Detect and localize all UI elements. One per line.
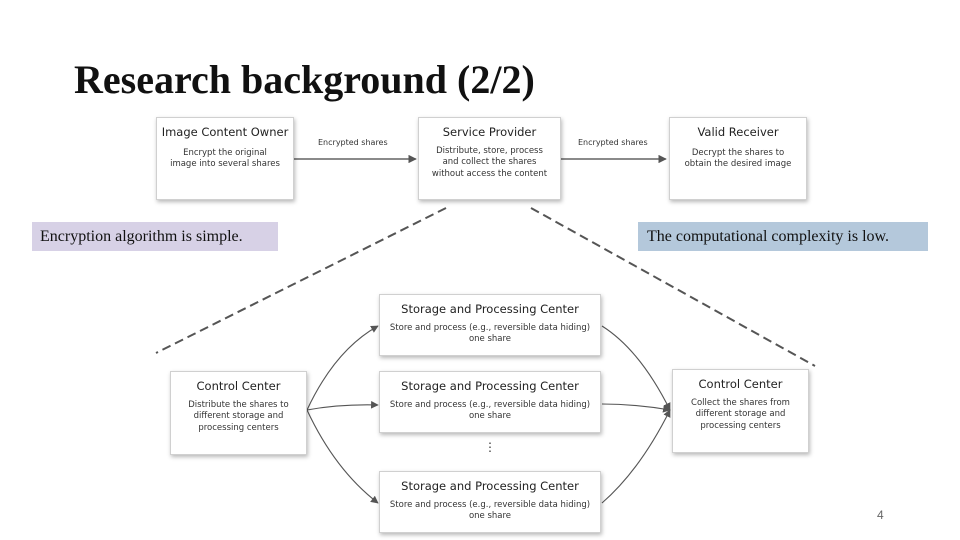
box-desc: Decrypt the shares to obtain the desired…: [684, 147, 792, 170]
box-desc: Distribute the shares to different stora…: [188, 399, 289, 433]
storage-processing-center-box: Storage and Processing Center Store and …: [379, 294, 601, 356]
storage-processing-center-box: Storage and Processing Center Store and …: [379, 371, 601, 433]
edge-label-encrypted-shares-2: Encrypted shares: [578, 138, 648, 147]
box-title: Storage and Processing Center: [401, 479, 579, 493]
arrow-control-to-center-1: [306, 325, 379, 411]
box-desc: Store and process (e.g., reversible data…: [389, 499, 591, 522]
zoom-dashed-left: [155, 207, 447, 354]
control-center-collect-box: Control Center Collect the shares from d…: [672, 369, 809, 453]
box-title: Storage and Processing Center: [401, 379, 579, 393]
arrow-center-2-to-control: [601, 403, 671, 413]
storage-processing-center-box: Storage and Processing Center Store and …: [379, 471, 601, 533]
page-number: 4: [877, 508, 884, 522]
box-title: Control Center: [196, 379, 281, 393]
image-content-owner-box: Image Content Owner Encrypt the original…: [156, 117, 294, 200]
valid-receiver-box: Valid Receiver Decrypt the shares to obt…: [669, 117, 807, 200]
arrow-center-1-to-control: [601, 325, 671, 411]
control-center-distribute-box: Control Center Distribute the shares to …: [170, 371, 307, 455]
zoom-dashed-right: [530, 207, 816, 367]
service-provider-box: Service Provider Distribute, store, proc…: [418, 117, 561, 200]
box-desc: Distribute, store, process and collect t…: [431, 145, 548, 179]
ellipsis-vertical: ⋮: [484, 440, 496, 454]
arrow-center-3-to-control: [601, 409, 671, 504]
note-encryption-simple: Encryption algorithm is simple.: [32, 222, 278, 251]
box-desc: Store and process (e.g., reversible data…: [389, 322, 591, 345]
note-complexity-low: The computational complexity is low.: [638, 222, 928, 251]
box-desc: Collect the shares from different storag…: [691, 397, 790, 431]
box-title: Control Center: [698, 377, 783, 391]
box-title: Image Content Owner: [161, 125, 289, 139]
slide-title: Research background (2/2): [74, 57, 535, 102]
arrow-control-to-center-3: [306, 409, 379, 504]
box-title: Storage and Processing Center: [401, 302, 579, 316]
edge-label-encrypted-shares-1: Encrypted shares: [318, 138, 388, 147]
box-desc: Encrypt the original image into several …: [170, 147, 280, 170]
arrow-control-to-center-2: [306, 400, 379, 411]
box-title: Service Provider: [442, 125, 537, 139]
box-desc: Store and process (e.g., reversible data…: [389, 399, 591, 422]
box-title: Valid Receiver: [697, 125, 779, 139]
